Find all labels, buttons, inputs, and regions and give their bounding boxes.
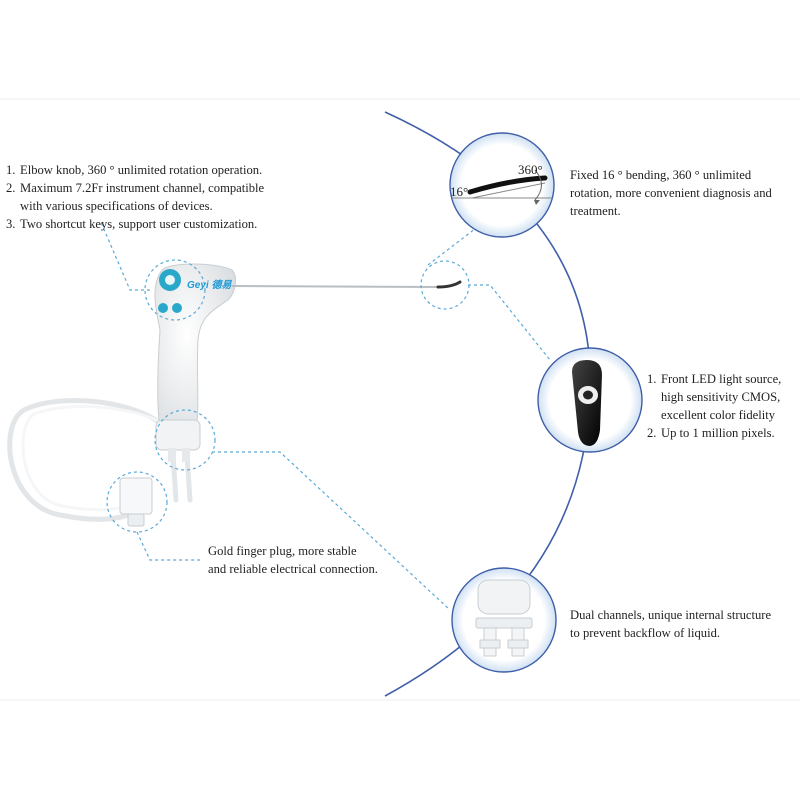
shortcut-key-2 xyxy=(172,303,182,313)
features-note: 1. Elbow knob, 360 ° unlimited rotation o… xyxy=(6,161,306,233)
feature-item-number: 2. xyxy=(6,181,16,195)
brand-logo: Geyi 德易 xyxy=(187,280,232,291)
bending-angle-label: 16° xyxy=(450,184,468,199)
plug-note-line: Gold finger plug, more stable xyxy=(208,544,357,558)
gold-finger-plug xyxy=(119,477,153,527)
feature-item-text: Two shortcut keys, support user customiz… xyxy=(20,217,258,231)
feature-item-number: 3. xyxy=(6,217,16,231)
callout-tip-area xyxy=(420,260,470,310)
leader-lines xyxy=(99,219,551,611)
feature-circle-camera xyxy=(537,347,643,453)
feature-item: 1. Elbow knob, 360 ° unlimited rotation o… xyxy=(6,161,306,179)
feature-item-number: 1. xyxy=(6,163,16,177)
endoscope-handle xyxy=(154,263,236,462)
callout-plug-area xyxy=(106,471,168,533)
channels-note: Dual channels, unique internal structure… xyxy=(570,606,798,642)
channels-note-line: to prevent backflow of liquid. xyxy=(570,626,721,640)
camera-item: 2. Up to 1 million pixels. xyxy=(647,424,797,442)
camera-item-number: 1. xyxy=(647,372,657,386)
rotation-angle-label: 360° xyxy=(518,162,543,177)
camera-item-continuation: excellent color fidelity xyxy=(661,408,775,422)
feature-circle-bending xyxy=(449,132,555,238)
elbow-knob xyxy=(159,269,181,291)
callout-knob-area xyxy=(144,259,206,321)
callout-channel-area xyxy=(154,409,216,471)
insertion-shaft xyxy=(231,285,441,288)
camera-note: 1. Front LED light source, high sensitivi… xyxy=(647,370,797,442)
camera-item-number: 2. xyxy=(647,426,657,440)
bending-note: Fixed 16 ° bending, 360 ° unlimited rota… xyxy=(570,166,795,220)
plug-note: Gold finger plug, more stable and reliab… xyxy=(208,542,408,578)
feature-item-text: Elbow knob, 360 ° unlimited rotation ope… xyxy=(20,163,263,177)
bending-tip xyxy=(436,280,462,289)
feature-item: 2. Maximum 7.2Fr instrument channel, comp… xyxy=(6,179,306,215)
plug-note-line: and reliable electrical connection. xyxy=(208,562,378,576)
camera-item-text: Up to 1 million pixels. xyxy=(661,426,775,440)
feature-item-text: Maximum 7.2Fr instrument channel, compat… xyxy=(20,181,265,195)
feature-item: 3. Two shortcut keys, support user custom… xyxy=(6,215,306,233)
feature-item-continuation: with various specifications of devices. xyxy=(20,199,213,213)
camera-item: 1. Front LED light source, high sensitivi… xyxy=(647,370,797,424)
camera-item-text: Front LED light source, xyxy=(661,372,782,386)
bending-note-text: Fixed 16 ° bending, 360 ° unlimited rota… xyxy=(570,168,772,218)
shortcut-key-1 xyxy=(158,303,168,313)
camera-item-continuation: high sensitivity CMOS, xyxy=(661,390,781,404)
feature-circle-channels xyxy=(451,567,557,673)
channels-note-line: Dual channels, unique internal structure xyxy=(570,608,772,622)
